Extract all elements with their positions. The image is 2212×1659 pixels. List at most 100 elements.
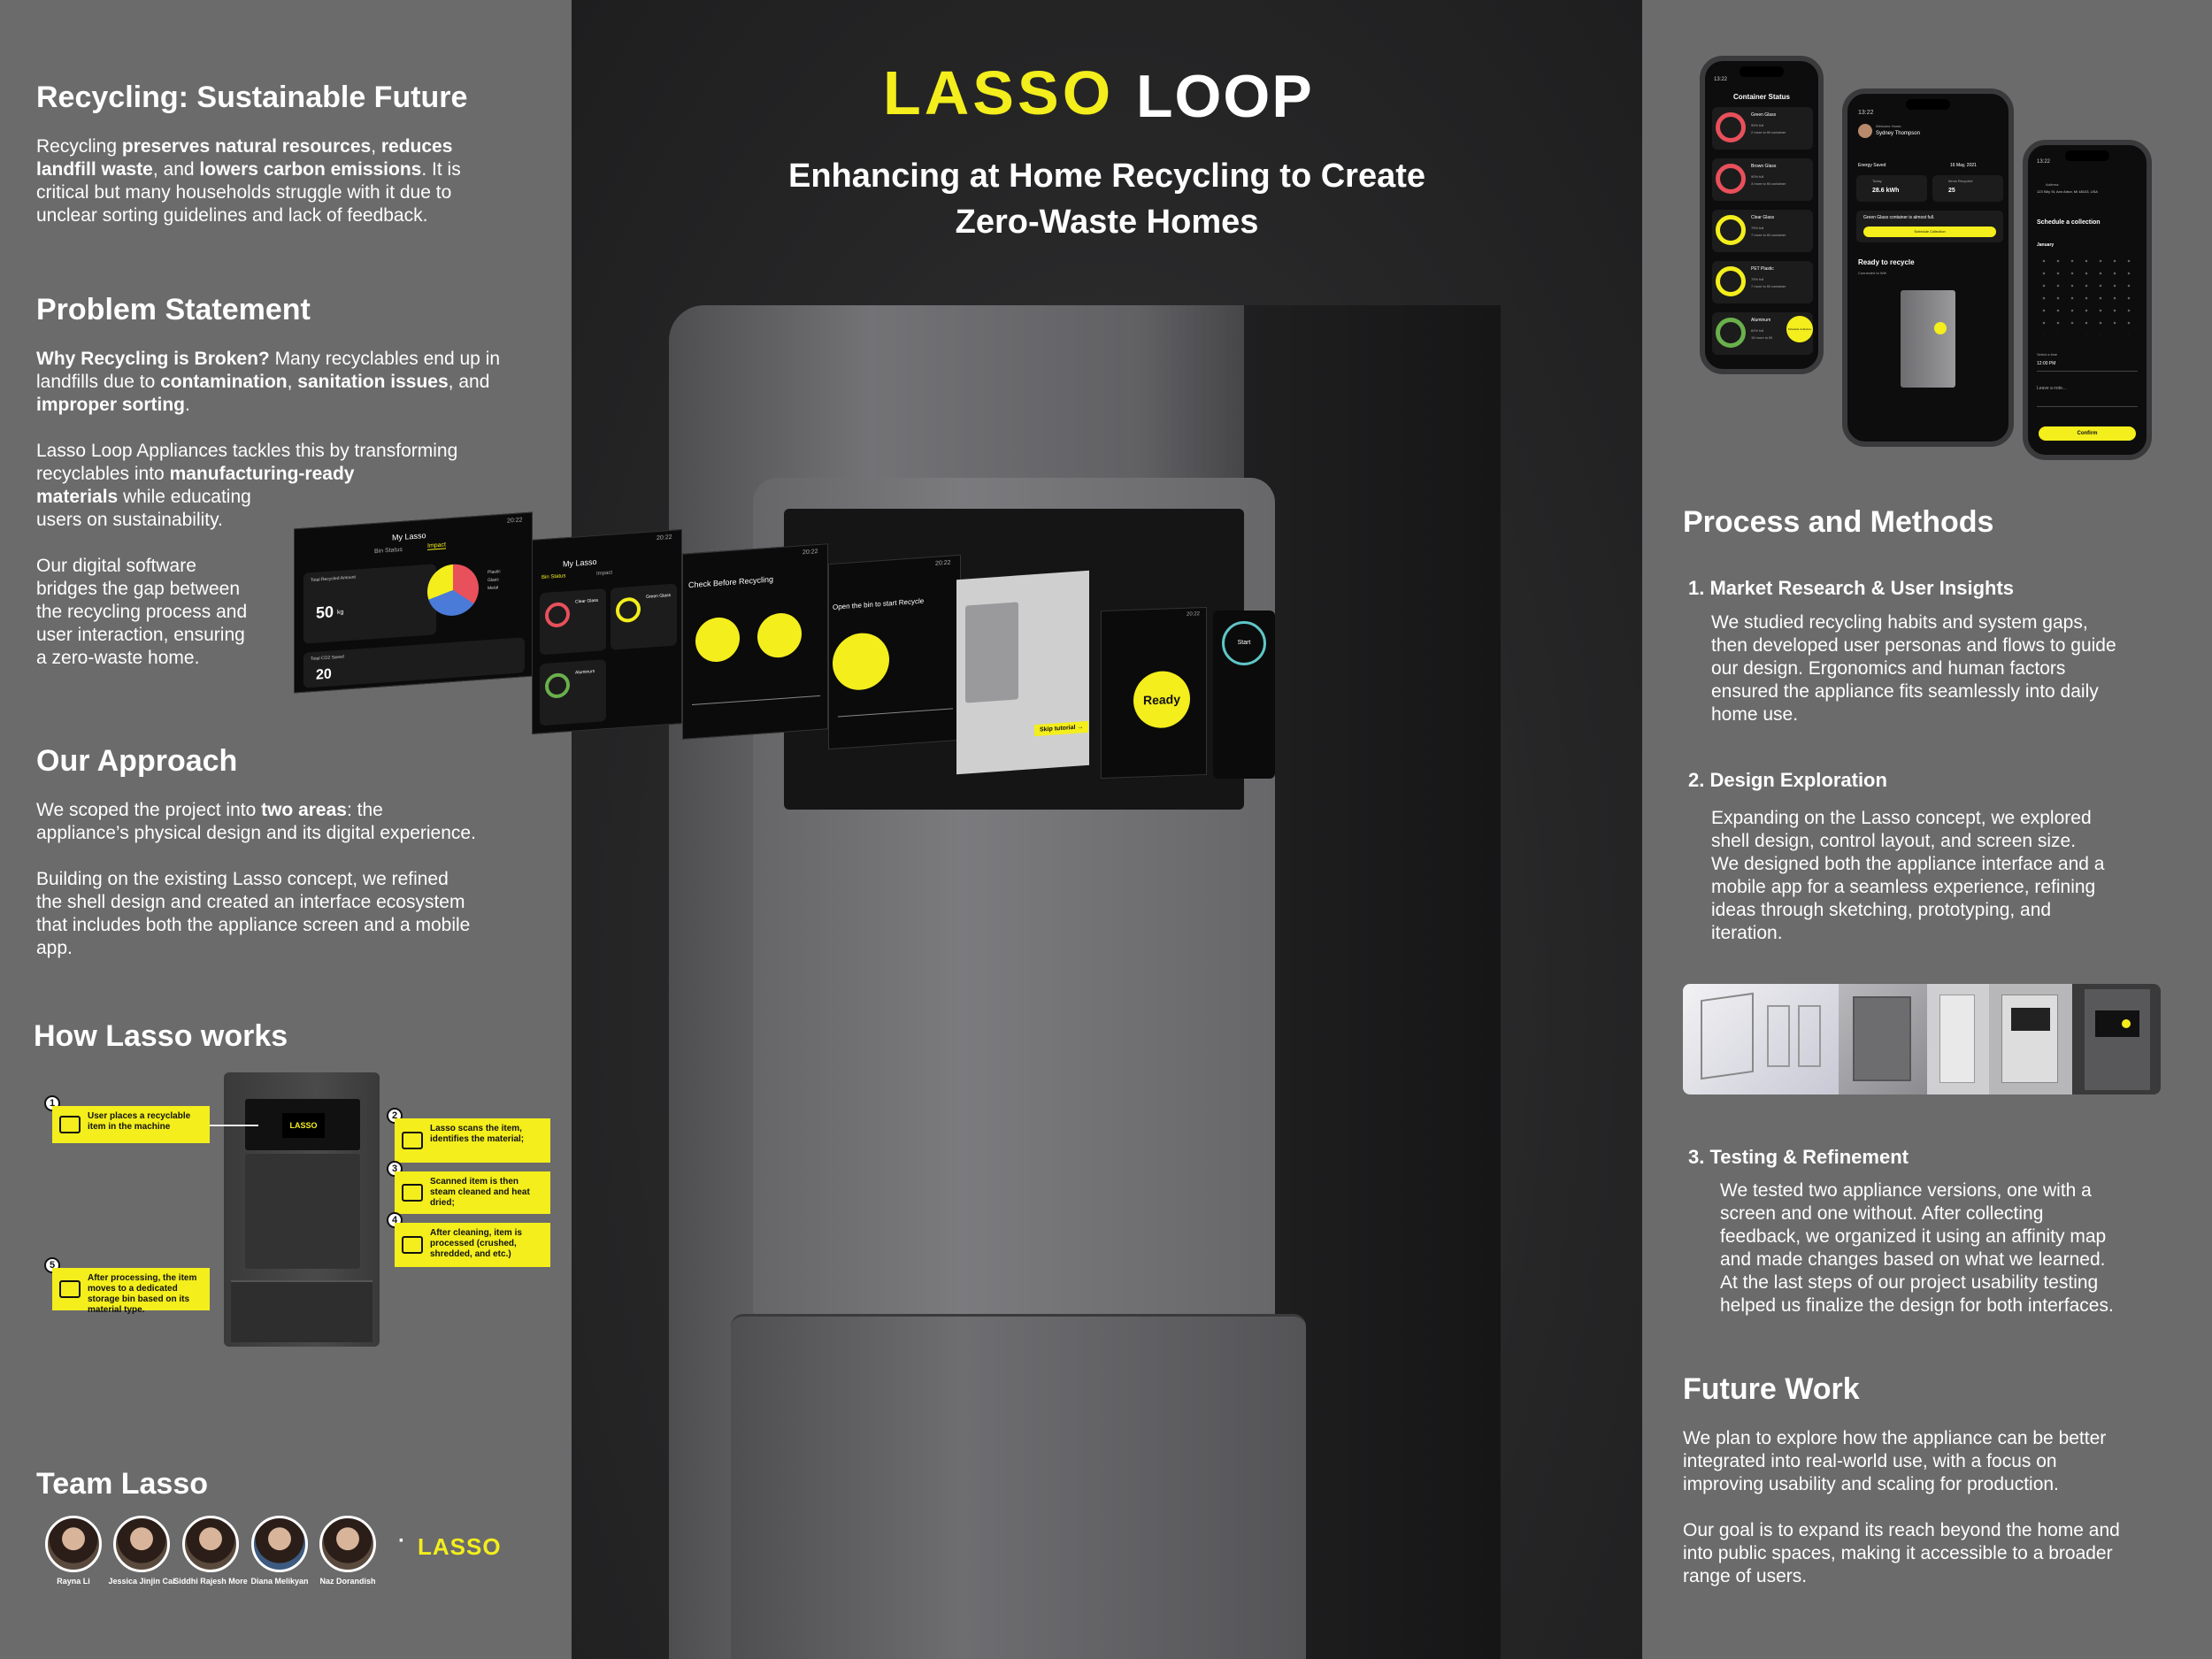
how-diagram: LASSO 1 User places a recyclable item in… — [0, 1062, 572, 1433]
bin-card: Clear Glass — [540, 588, 606, 656]
ready-indicator: Ready — [1133, 670, 1190, 729]
team-heading: Team Lasso — [36, 1467, 209, 1501]
time: 20:22 — [657, 534, 672, 542]
text: the shell design and created an interfac… — [36, 892, 465, 912]
bold-text: two areas — [261, 800, 347, 820]
stat-label: Total CO2 Saved — [311, 654, 344, 663]
time: 20:22 — [803, 549, 818, 557]
calendar-grid[interactable] — [2037, 255, 2138, 334]
calendar-month: January — [2037, 242, 2055, 248]
time: 20:22 — [507, 517, 523, 525]
bold-text: improper sorting — [36, 395, 186, 415]
text: , and — [152, 159, 200, 180]
phone-home: 13:22 Welcome Home, Sydney Thompson Ener… — [1842, 88, 2014, 447]
step-5-label: After processing, the item moves to a de… — [52, 1268, 210, 1315]
text: range of users. — [1683, 1566, 1808, 1586]
text: our design. Ergonomics and human factors — [1711, 658, 2066, 679]
tab-bin-status[interactable]: Bin Status — [541, 573, 566, 581]
screen-ready: 20:22 Ready — [1101, 606, 1207, 780]
row-fill: 75% full — [1751, 277, 1764, 281]
note-input[interactable]: Leave a note... — [2037, 386, 2138, 407]
text: , — [371, 136, 381, 157]
process-heading: Process and Methods — [1683, 505, 1994, 539]
text: Many recyclables end up in — [269, 349, 501, 369]
text: helped us finalize the design for both i… — [1720, 1295, 2114, 1316]
bin-name: Green Glass — [646, 592, 672, 600]
machine-illustration: LASSO — [224, 1072, 380, 1347]
tab-bin-status[interactable]: Bin Status — [374, 546, 403, 556]
start-button[interactable]: Start — [1222, 621, 1266, 665]
text: , — [287, 372, 298, 392]
fill-ring — [1716, 266, 1746, 296]
text: Our goal is to expand its reach beyond t… — [1683, 1520, 2120, 1540]
appliance-thumbnail — [965, 602, 1018, 703]
energy-label: Energy Saved — [1858, 163, 1886, 168]
recycling-heading: Recycling: Sustainable Future — [36, 81, 468, 114]
center-hero: LASSO LOOP Enhancing at Home Recycling t… — [294, 0, 1642, 1659]
step-text: After cleaning, item is processed (crush… — [430, 1228, 522, 1259]
row-name: PET Plastic — [1751, 266, 1774, 272]
tab-impact[interactable]: Impact — [596, 570, 613, 577]
tab-impact[interactable]: Impact — [427, 541, 447, 550]
screen-title: Check Before Recycling — [688, 574, 774, 590]
date: 16 May, 2021 — [1950, 163, 1977, 168]
alert-card: Green Glass container is almost full. Sch… — [1856, 211, 2003, 242]
text: At the last steps of our project usabili… — [1720, 1272, 2099, 1293]
render-image — [1927, 984, 1989, 1094]
step-title: 2. Design Exploration — [1688, 769, 1887, 791]
stat-card: Total Recycled Amount 50 kg — [303, 564, 436, 644]
avatar — [45, 1516, 102, 1572]
prototype-render — [1939, 995, 1975, 1083]
text: users on sustainability. — [36, 510, 223, 530]
member-name: Diana Melikyan — [250, 1577, 309, 1586]
avatar — [251, 1516, 308, 1572]
prototype-render — [1853, 996, 1911, 1081]
legend-item: Metal — [488, 585, 499, 592]
prototype-render — [2085, 989, 2150, 1090]
separator-dot: · — [398, 1529, 405, 1553]
text: Our digital software — [36, 556, 196, 576]
bold-text: preserves natural resources — [121, 136, 372, 157]
skip-tutorial-button[interactable]: Skip tutorial → — [1034, 720, 1089, 737]
step-2-label: Lasso scans the item, identifies the mat… — [395, 1118, 550, 1163]
schedule-title: Schedule a collection — [2037, 219, 2101, 226]
text: . — [185, 395, 190, 415]
schedule-collection-button[interactable]: Schedule Collection — [1863, 227, 1996, 237]
confirm-button[interactable]: Confirm — [2039, 426, 2136, 441]
step-1-label: User places a recyclable item in the mac… — [52, 1106, 210, 1143]
prototype-render — [2001, 995, 2058, 1083]
text: app. — [36, 938, 73, 958]
row-name: Clear Glass — [1751, 215, 1775, 220]
text: and made changes based on what we learne… — [1720, 1249, 2106, 1270]
row-fill: 90% full — [1751, 174, 1764, 179]
status-light — [2122, 1019, 2131, 1028]
how-heading: How Lasso works — [34, 1019, 288, 1053]
address-label: Address — [2046, 182, 2059, 187]
bin-ring — [545, 601, 570, 628]
phone-title: Container Status — [1732, 93, 1790, 101]
row-fill: 60% full — [1751, 328, 1764, 333]
text: mobile app for a seamless experience, re… — [1711, 877, 2096, 897]
bold-text: Why Recycling is Broken? — [36, 349, 270, 369]
screen-tutorial: Skip tutorial → — [956, 570, 1089, 775]
title-line: Zero-Waste Homes — [955, 204, 1259, 241]
stat-value: 50 — [316, 603, 334, 622]
appliance-thumbnail — [1901, 290, 1955, 388]
ready-title: Ready to recycle — [1858, 258, 1915, 266]
row-name: Green Glass — [1751, 112, 1777, 118]
alert-text: Green Glass container is almost full. — [1863, 215, 1935, 220]
bin-name: Clear Glass — [575, 597, 599, 605]
logo: LASSO LOOP — [883, 53, 1343, 142]
bold-text: materials — [36, 487, 119, 507]
text: bridges the gap between — [36, 579, 241, 599]
schedule-collection-fab[interactable]: Schedule Collection — [1786, 316, 1813, 342]
approach-paragraph: We scoped the project into two areas: th… — [36, 799, 558, 960]
